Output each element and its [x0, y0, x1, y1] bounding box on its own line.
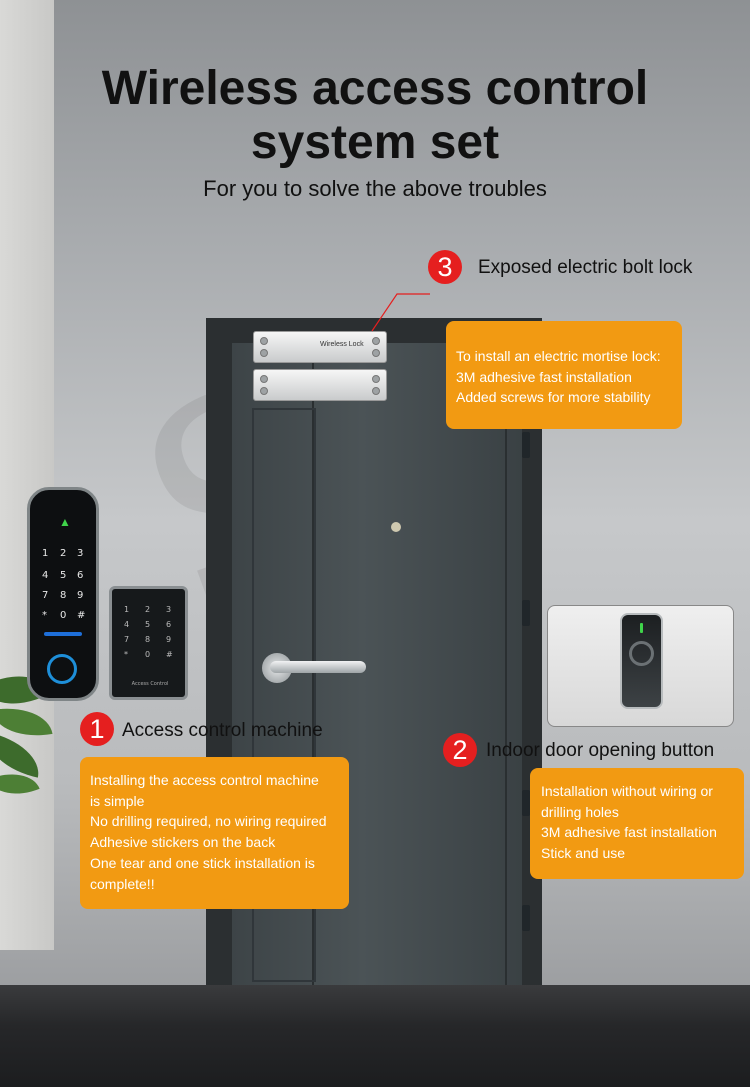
feature-3-callout: To install an electric mortise lock: 3M … — [446, 321, 682, 429]
key-label: 8 — [145, 635, 151, 644]
slim-access-keypad: ▲ 1 2 3 4 5 6 7 8 9 * 0 # — [27, 487, 99, 701]
bolt-lock-upper: Wireless Lock — [253, 331, 387, 363]
feature-1-detail: Installing the access control machine — [90, 772, 319, 788]
key-label: 4 — [124, 620, 130, 629]
feature-2-callout: Installation without wiring or drilling … — [530, 768, 744, 879]
hinge — [522, 600, 530, 626]
page-title-line1: Wireless access control — [101, 62, 649, 115]
feature-2-label: Indoor door opening button — [486, 740, 715, 761]
feature-1-badge: 1 — [80, 712, 114, 746]
key-label: 9 — [166, 635, 172, 644]
key-label: 2 — [60, 548, 67, 559]
floor — [0, 985, 750, 1087]
feature-1-detail: Adhesive stickers on the back — [90, 834, 276, 851]
bell-icon: ▲ — [59, 515, 71, 529]
door-panel — [252, 408, 316, 982]
key-label: 5 — [60, 570, 67, 581]
key-label: 3 — [166, 605, 172, 614]
page-title-line2: system set — [250, 116, 500, 169]
fingerprint-sensor-icon — [47, 654, 77, 684]
key-label: 0 — [60, 610, 67, 621]
key-label: 5 — [145, 620, 151, 629]
key-label: * — [124, 650, 128, 659]
hinge — [522, 905, 530, 931]
feature-3-detail: 3M adhesive fast installation — [456, 368, 632, 385]
feature-2-detail: 3M adhesive fast installation — [541, 824, 717, 841]
door-panel-line — [505, 343, 507, 991]
feature-3-badge: 3 — [428, 250, 462, 284]
key-label: 2 — [145, 605, 151, 614]
feature-1-detail: No drilling required, no wiring required — [90, 813, 327, 830]
key-label: 4 — [42, 570, 49, 581]
feature-1-detail: is simple — [90, 792, 145, 809]
key-label: * — [42, 610, 47, 621]
feature-2-detail: Installation without wiring or — [541, 783, 713, 799]
bolt-lock-brand: Wireless Lock — [320, 341, 364, 348]
feature-1-label: Access control machine — [122, 720, 323, 741]
feature-3-label: Exposed electric bolt lock — [478, 257, 693, 278]
key-label: 0 — [145, 650, 151, 659]
peephole — [391, 522, 401, 532]
feature-2-detail: drilling holes — [541, 803, 619, 820]
fingerprint-icon — [629, 641, 654, 666]
status-led-icon — [640, 623, 643, 633]
feature-1-detail: complete!! — [90, 875, 155, 892]
feature-2-detail: Stick and use — [541, 845, 626, 862]
exit-button-device — [620, 613, 663, 709]
key-label: 6 — [77, 570, 84, 581]
hinge — [522, 432, 530, 458]
status-led-bar — [44, 632, 82, 636]
key-label: 9 — [77, 590, 84, 601]
feature-2-badge: 2 — [443, 733, 477, 767]
key-label: 3 — [77, 548, 84, 559]
feature-3-detail: To install an electric mortise lock: — [456, 348, 661, 364]
key-label: 7 — [42, 590, 49, 601]
page-subtitle: For you to solve the above troubles — [203, 176, 547, 201]
key-label: # — [166, 650, 173, 659]
key-label: 7 — [124, 635, 130, 644]
feature-1-detail: One tear and one stick installation is — [90, 854, 315, 871]
square-access-keypad: 1 2 3 4 5 6 7 8 9 * 0 # Access Control — [109, 586, 188, 700]
key-label: 1 — [124, 605, 130, 614]
key-label: 8 — [60, 590, 67, 601]
feature-1-callout: Installing the access control machine is… — [80, 757, 349, 909]
key-label: # — [77, 610, 86, 621]
key-label: 6 — [166, 620, 172, 629]
keypad-brand: Access Control — [131, 681, 169, 687]
hinge — [522, 790, 530, 816]
key-label: 1 — [42, 548, 49, 559]
bolt-lock-lower — [253, 369, 387, 401]
feature-3-detail: Added screws for more stability — [456, 389, 651, 406]
